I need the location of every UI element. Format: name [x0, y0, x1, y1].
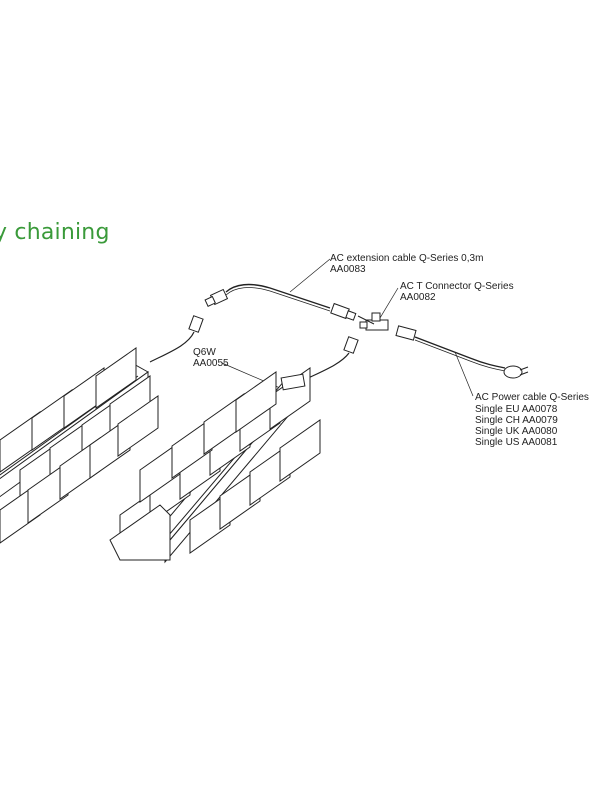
fixture-code: AA0055	[193, 358, 229, 369]
power-cable-variant: Single UK AA0080	[475, 426, 558, 437]
t-connector-name: AC T Connector Q-Series	[400, 281, 514, 292]
leader-lines	[221, 258, 474, 397]
power-cable-name: AC Power cable Q-Series	[475, 392, 589, 403]
extension-cable	[204, 283, 357, 321]
t-connector	[357, 312, 389, 331]
fixture-name: Q6W	[193, 347, 216, 358]
power-cable-variant: Single EU AA0078	[475, 404, 558, 415]
power-cable	[395, 325, 529, 379]
power-cable-variant: Single US AA0081	[475, 437, 558, 448]
drop-cable-left	[149, 315, 204, 363]
ext-cable-name: AC extension cable Q-Series 0,3m	[330, 253, 484, 264]
fixture-left	[0, 347, 159, 544]
power-cable-variant: Single CH AA0079	[475, 415, 558, 426]
page-title: y chaining	[0, 220, 110, 245]
t-connector-code: AA0082	[400, 292, 436, 303]
fixture-right	[109, 367, 321, 564]
ext-cable-code: AA0083	[330, 264, 366, 275]
